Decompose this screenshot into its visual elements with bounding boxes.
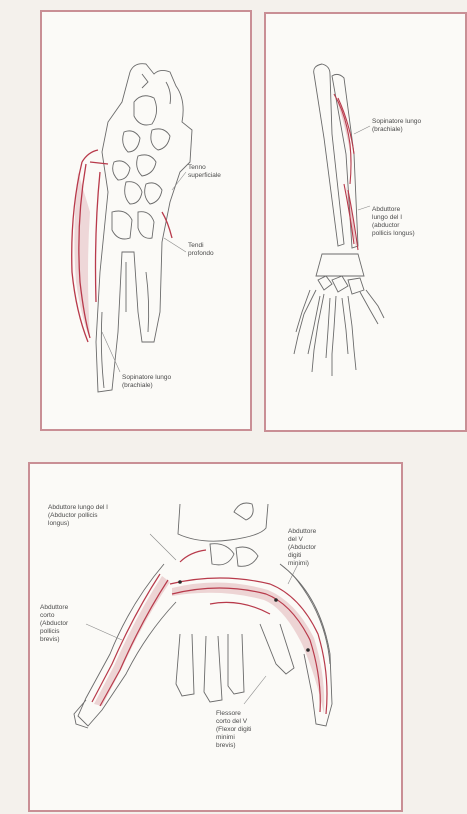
label-tendon-superficial: Tenno superficiale <box>188 164 221 180</box>
label-abductor-digiti-minimi: Abduttore del V (Abductor digiti minimi) <box>288 528 316 568</box>
leg-anatomy-drawing <box>42 12 252 431</box>
label-abductor-pollicis-brevis: Abduttore corto (Abductor pollicis brevi… <box>40 604 68 644</box>
forearm-anatomy-drawing <box>266 14 467 432</box>
label-abductor-pollicis-longus: Abduttore lungo del I (abductor pollicis… <box>372 206 415 238</box>
label-tendon-deep: Tendi profondo <box>188 242 214 258</box>
label-flexor-digiti-minimi-brevis: Flessore corto del V (Flexor digiti mini… <box>216 710 251 750</box>
label-brachioradialis: Sopinatore lungo (brachiale) <box>122 374 171 390</box>
label-brachioradialis-b: Sopinatore lungo (brachiale) <box>372 118 421 134</box>
illustration-panel-leg: Tenno superficiale Tendi profondo Sopina… <box>40 10 252 431</box>
label-abductor-pollicis-longus-c: Abduttore lungo del I (Abductor pollicis… <box>48 504 108 528</box>
illustration-panel-hand: Abduttore lungo del I (Abductor pollicis… <box>28 462 403 812</box>
illustration-panel-forearm: Sopinatore lungo (brachiale) Abduttore l… <box>264 12 467 432</box>
